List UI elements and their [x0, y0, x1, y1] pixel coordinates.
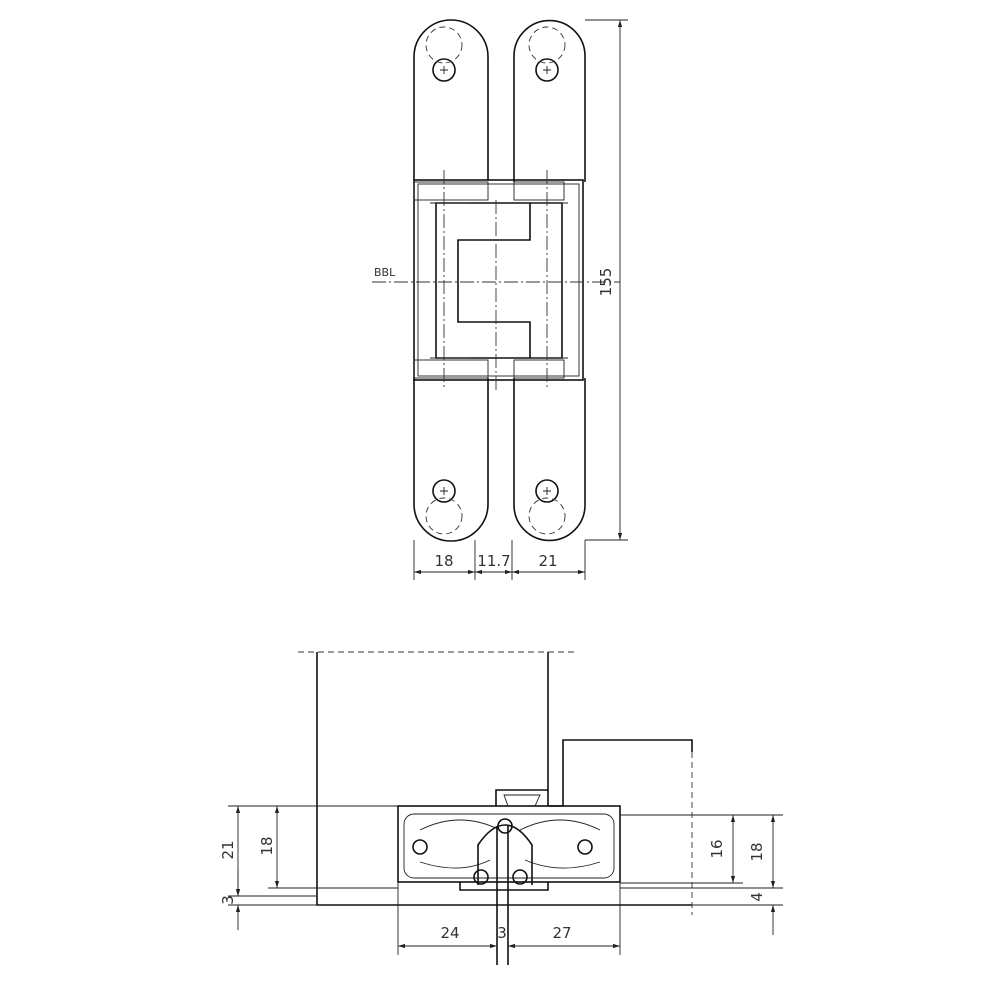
left-leaf-top — [413, 19, 489, 180]
dim-left-3: 3 — [219, 895, 237, 905]
hinge-body-section — [397, 805, 621, 883]
right-leaf-top — [513, 19, 586, 182]
dim-width-1: 18 — [434, 552, 453, 570]
left-leaf-bottom — [413, 378, 489, 542]
frame — [548, 739, 693, 807]
bbl-label: BBL — [374, 266, 396, 279]
dim-bottom-3: 3 — [497, 924, 507, 942]
pivot-block — [435, 202, 531, 359]
bottom-view: 21 18 3 16 18 4 24 3 27 — [219, 651, 783, 965]
screw-icon — [528, 479, 566, 535]
screw-icon — [425, 26, 463, 82]
dim-width-3: 21 — [538, 552, 557, 570]
dim-height: 155 — [597, 268, 615, 297]
dim-bottom-27: 27 — [552, 924, 571, 942]
door — [316, 652, 692, 906]
screw-icon — [425, 479, 463, 535]
dim-right-4: 4 — [748, 892, 766, 902]
dim-left-18: 18 — [258, 836, 276, 855]
screw-icon — [528, 26, 566, 82]
dim-bottom-24: 24 — [440, 924, 459, 942]
dim-right-18: 18 — [748, 842, 766, 861]
dim-left-21: 21 — [219, 840, 237, 859]
dim-right-16: 16 — [708, 839, 726, 858]
dim-width-2: 11.7 — [477, 552, 510, 570]
top-view: BBL 155 18 11.7 21 — [372, 19, 628, 580]
right-leaf-bottom — [513, 378, 586, 542]
hinge-body — [413, 179, 584, 381]
